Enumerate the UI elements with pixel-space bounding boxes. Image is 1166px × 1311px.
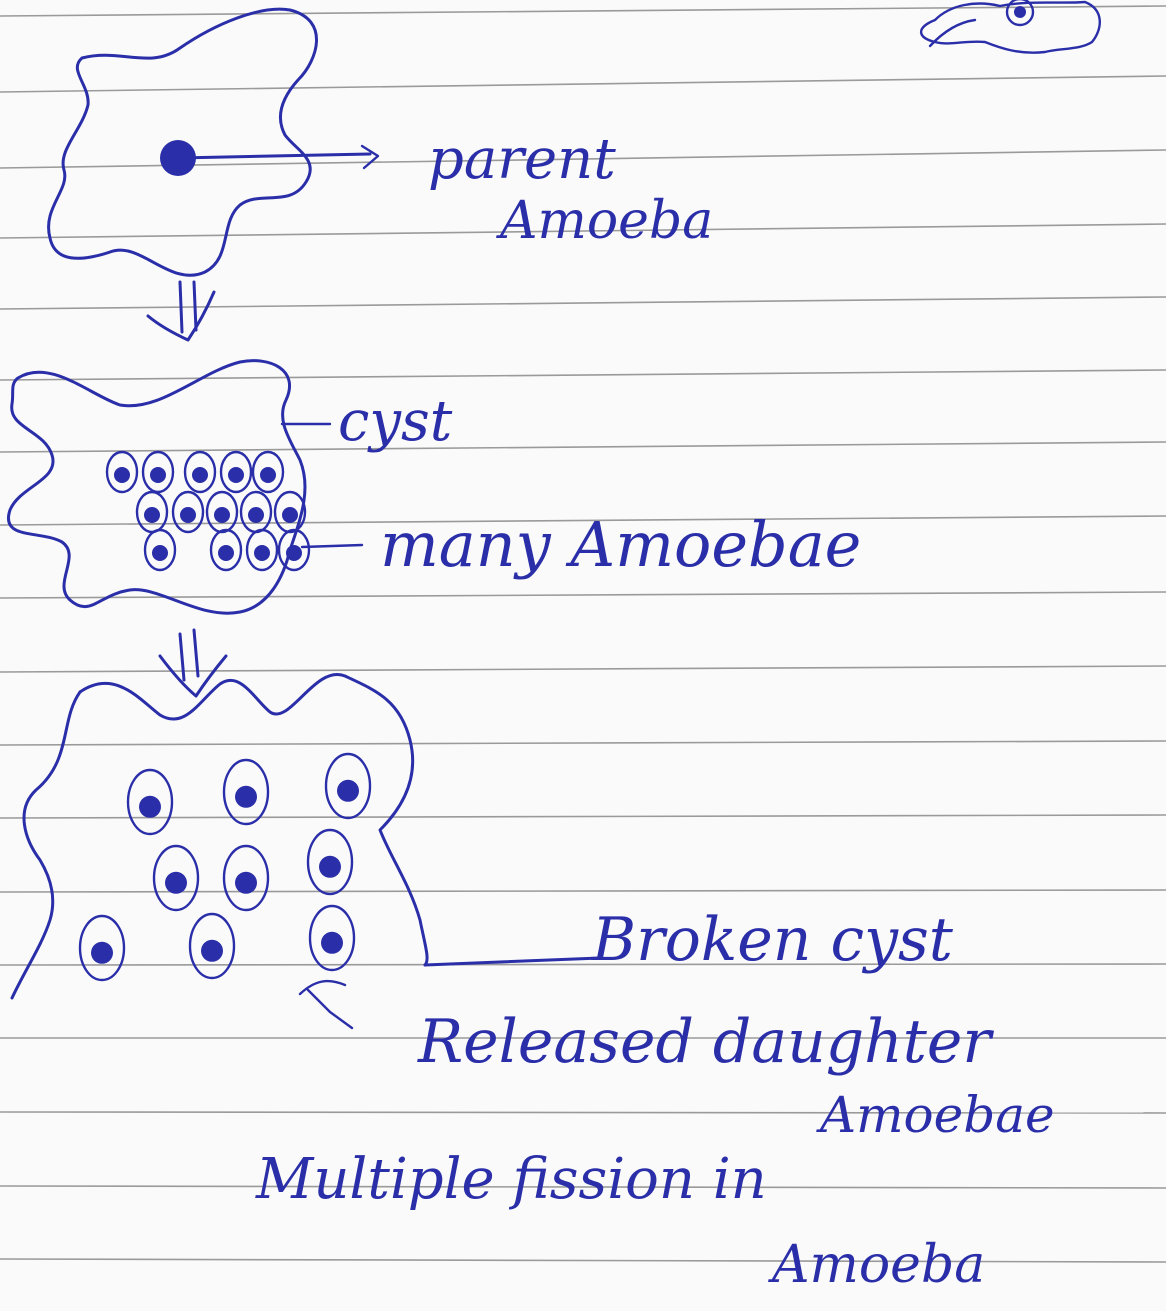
label-released-daughter: Released daughter [417,1007,994,1077]
label-parent: parent [428,127,616,192]
cyst-cell [107,452,137,492]
released-daughter-cells [80,754,370,980]
cyst-cell [207,492,237,532]
label-cyst-1: cyst [338,389,453,454]
cyst-daughter-cells [107,452,309,570]
cyst-cell [211,530,241,570]
cyst-cell [241,492,271,532]
daughter-amoeba [128,770,172,834]
cyst-cell [137,492,167,532]
parent-amoeba [49,9,378,275]
daughter-amoeba [80,916,124,980]
cyst-cell [173,492,203,532]
cyst-amoeba [8,361,362,614]
cyst-cell [221,452,251,492]
cyst-cell [145,530,175,570]
daughter-amoeba [310,906,354,970]
released-pointer [300,981,352,1028]
daughter-amoeba [326,754,370,818]
daughter-amoeba [308,830,352,894]
daughter-amoeba [224,760,268,824]
label-amoeba-1: Amoeba [496,191,713,251]
label-broken-cyst: Broken cyst [591,905,954,975]
daughter-amoeba [190,914,234,978]
label-amoebae-2: Amoebae [816,1086,1055,1144]
daughter-amoeba [224,846,268,910]
cyst-cell [247,530,277,570]
cyst-cell [253,452,283,492]
label-amoeba-2: Amoeba [768,1235,985,1295]
cyst-cell [143,452,173,492]
broken-cyst-pointer [425,958,600,965]
daughter-amoeba [154,846,198,910]
small-amoeba-doodle [921,0,1100,53]
label-multiple-fission: Multiple fission in [255,1147,767,1212]
label-many-amoebae: many Amoebae [380,508,861,581]
stage-arrow-1 [148,282,214,340]
cyst-cell [185,452,215,492]
